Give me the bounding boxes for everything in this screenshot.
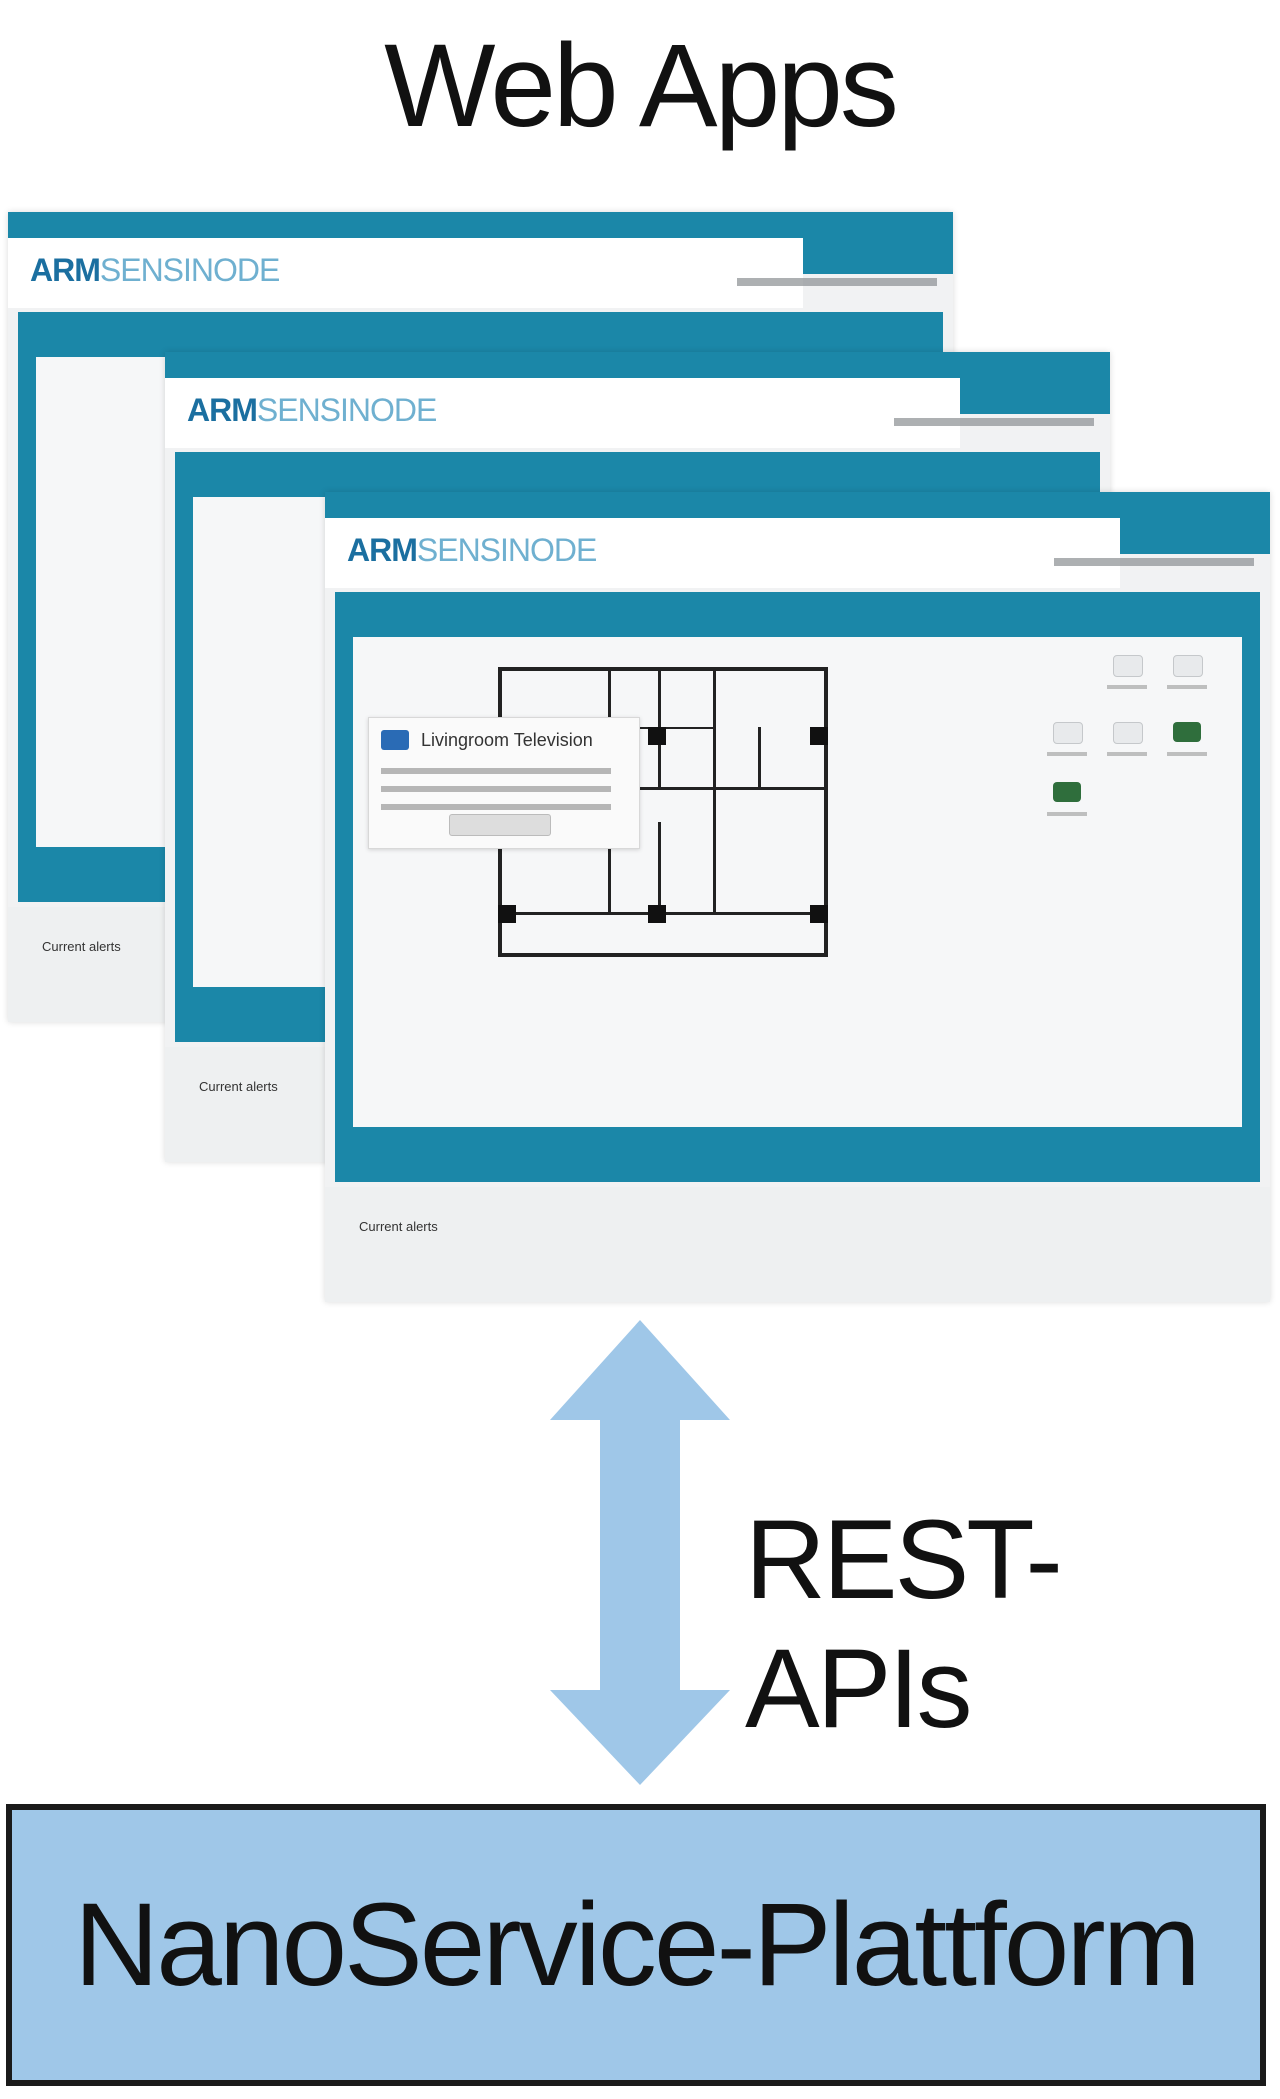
app-logo: ARMSENSINODE	[347, 532, 597, 568]
device-icon	[1053, 782, 1081, 802]
app-header: ARMSENSINODE	[325, 518, 1120, 588]
app-topbar	[8, 212, 953, 238]
app-panel: Livingroom Television	[353, 637, 1242, 1127]
app-topbar-tab	[960, 378, 1110, 414]
device-icon	[1173, 655, 1203, 677]
app-logo: ARMSENSINODE	[187, 392, 437, 428]
device-popup: Livingroom Television	[368, 717, 640, 849]
app-topbar	[165, 352, 1110, 378]
app-topbar-tab	[1120, 518, 1270, 554]
app-header: ARMSENSINODE	[8, 238, 803, 308]
television-icon	[381, 730, 409, 750]
app-logo: ARMSENSINODE	[30, 252, 280, 288]
diagram-title: Web Apps	[384, 20, 899, 152]
connector-label: REST-APIs	[745, 1497, 1063, 1751]
popup-button	[449, 814, 551, 836]
arrow-shape	[550, 1320, 730, 1785]
header-links	[1054, 558, 1254, 566]
popup-title: Livingroom Television	[421, 730, 593, 750]
floor-plan	[498, 667, 828, 957]
alerts-title: Current alerts	[42, 939, 121, 954]
alerts-title: Current alerts	[359, 1219, 438, 1234]
device-icon	[1053, 722, 1083, 744]
app-topbar	[325, 492, 1270, 518]
double-arrow-icon	[550, 1320, 730, 1785]
platform-label: NanoService-Plattform	[74, 1879, 1201, 2011]
device-icon	[1113, 722, 1143, 744]
device-icon	[1173, 722, 1201, 742]
web-app-screenshot-front: ARMSENSINODE Livingroom Television	[325, 492, 1270, 1302]
header-links	[894, 418, 1094, 426]
alerts-title: Current alerts	[199, 1079, 278, 1094]
platform-box: NanoService-Plattform	[6, 1804, 1266, 2086]
app-topbar-tab	[803, 238, 953, 274]
device-icon	[1113, 655, 1143, 677]
app-footer: Current alerts	[325, 1187, 1270, 1302]
app-header: ARMSENSINODE	[165, 378, 960, 448]
header-links	[737, 278, 937, 286]
